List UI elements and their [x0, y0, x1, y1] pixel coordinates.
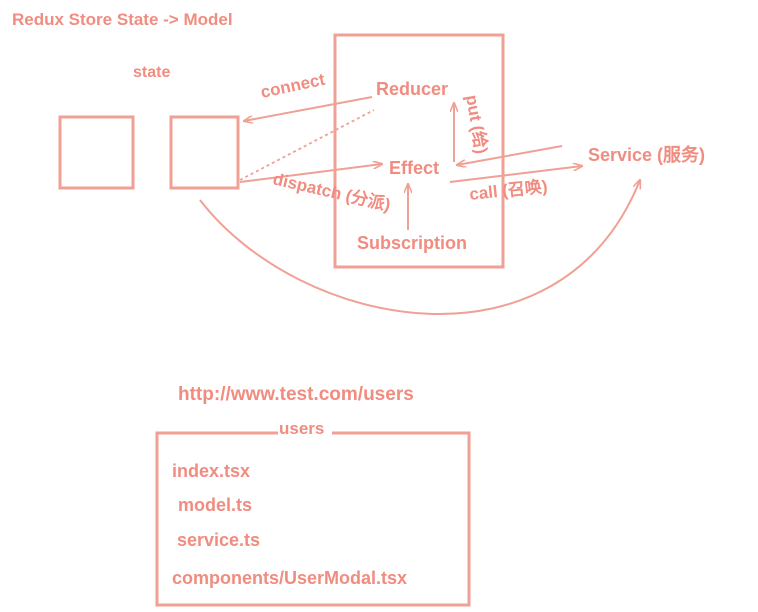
- reducer-label: Reducer: [376, 79, 448, 99]
- call-label: call (召唤): [468, 176, 548, 204]
- model-box: [333, 33, 505, 269]
- dispatch-arrow: [239, 164, 382, 183]
- file-item: index.tsx: [172, 461, 250, 481]
- state-label: state: [133, 64, 170, 81]
- file-item: service.ts: [177, 530, 260, 550]
- dispatch-label: dispatch (分派): [271, 169, 392, 214]
- service-return-arrow: [457, 145, 563, 165]
- connect-label: connect: [259, 70, 327, 102]
- state-service-curve: [199, 180, 640, 315]
- folder-name-mask: [278, 424, 332, 442]
- subscription-label: Subscription: [357, 233, 467, 253]
- service-label: Service (服务): [588, 144, 705, 165]
- file-item: components/UserModal.tsx: [172, 568, 407, 588]
- file-item: model.ts: [178, 495, 252, 515]
- folder-name: users: [279, 419, 324, 438]
- state-box-right: [169, 115, 240, 190]
- dotted-reducer-line: [239, 109, 375, 181]
- folder-url: http://www.test.com/users: [178, 384, 414, 405]
- call-arrow: [449, 166, 582, 183]
- diagram-title: Redux Store State -> Model: [12, 10, 233, 29]
- put-label: put (给): [462, 93, 492, 155]
- state-box-left: [58, 115, 135, 190]
- effect-label: Effect: [389, 158, 439, 178]
- connect-arrow: [244, 96, 373, 121]
